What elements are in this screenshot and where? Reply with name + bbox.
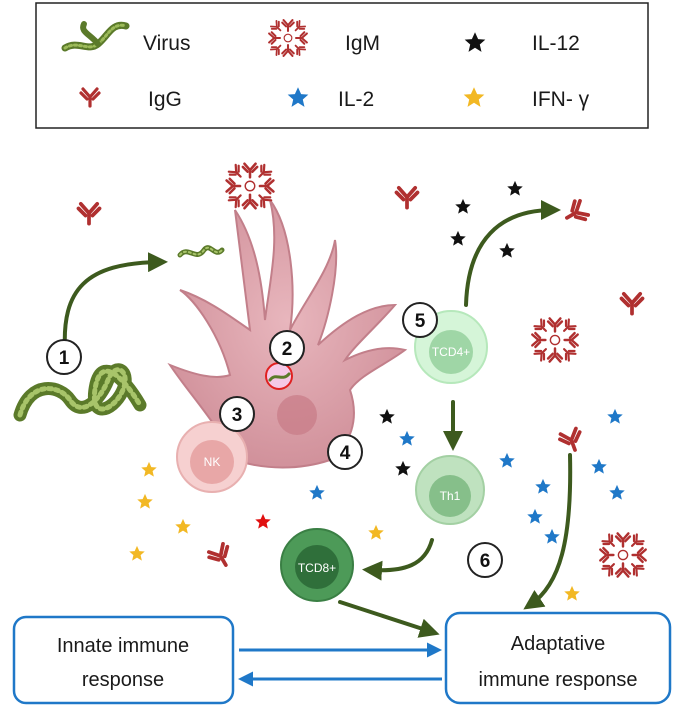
il2-star-icon (609, 484, 625, 500)
step-4-marker: 4 (327, 434, 363, 470)
legend-igg-label: IgG (148, 88, 182, 111)
svg-text:2: 2 (282, 339, 293, 360)
step-6-marker: 6 (467, 542, 503, 578)
svg-text:3: 3 (232, 405, 243, 426)
ifn-star-icon (175, 518, 191, 534)
ifn-star-icon (564, 585, 580, 601)
step-1-marker: 1 (46, 339, 82, 375)
il2-star-icon (591, 458, 607, 474)
svg-text:4: 4 (340, 443, 351, 464)
igm-pentamer-icon (227, 164, 274, 209)
innate-response-box: Innate immune response (12, 615, 235, 705)
il2-star-icon (607, 408, 623, 424)
ifn-star-icon (141, 461, 157, 477)
il2-star-icon (499, 452, 515, 468)
igg-antibody-icon (559, 196, 592, 229)
ifn-star-icon (129, 545, 145, 561)
igg-antibody-icon (394, 185, 420, 210)
arrow-tcd4-to-antibody (464, 200, 561, 307)
il2-star-icon (527, 508, 543, 524)
legend-virus-label: Virus (143, 32, 190, 55)
virus-icon (13, 363, 147, 422)
legend: Virus IgM IL-12 IgG IL-2 IFN- γ (35, 2, 649, 129)
innate-line-2: response (82, 669, 164, 691)
igg-antibody-icon (204, 540, 237, 573)
igm-pentamer-icon (532, 318, 577, 361)
dendritic-nucleus (277, 395, 317, 435)
endosome-virus-icon (265, 362, 293, 390)
legend-box (35, 2, 649, 129)
arrow-antibody-to-adaptive (523, 453, 573, 610)
igg-antibody-icon (619, 291, 645, 316)
ifn-star-icon (368, 524, 384, 540)
tcd8-cell: TCD8+ (280, 528, 354, 602)
virus-icon (61, 21, 130, 52)
innate-line-1: Innate immune (57, 635, 189, 657)
adaptive-line-1: Adaptative (511, 633, 606, 655)
adaptive-line-2: immune response (479, 669, 638, 691)
il12-star-icon (455, 198, 471, 214)
il12-star-icon (507, 180, 523, 196)
blue-arrows (238, 642, 442, 687)
th1-label: Th1 (440, 489, 461, 503)
svg-text:5: 5 (415, 311, 426, 332)
red-star-icon (255, 513, 271, 529)
legend-ifn-label: IFN- γ (532, 88, 590, 111)
il12-star-icon (395, 460, 411, 476)
legend-il2-label: IL-2 (338, 88, 374, 111)
adaptive-response-box: Adaptative immune response (444, 611, 672, 705)
il12-star-icon (450, 230, 466, 246)
il2-star-icon (544, 528, 560, 544)
legend-igm-label: IgM (345, 32, 380, 55)
il2-star-icon (399, 430, 415, 446)
il12-star-icon (499, 242, 515, 258)
svg-text:6: 6 (480, 551, 491, 572)
tcd4-label: TCD4+ (432, 345, 470, 359)
virus-icon (177, 245, 225, 258)
legend-il12-label: IL-12 (532, 32, 580, 55)
il2-star-icon (309, 484, 325, 500)
svg-text:1: 1 (59, 348, 70, 369)
step-markers: 1 2 3 4 5 6 (46, 302, 503, 578)
il2-star-icon (535, 478, 551, 494)
tcd4-cell: TCD4+ (414, 310, 488, 384)
step-3-marker: 3 (219, 396, 255, 432)
igg-antibody-icon (556, 425, 587, 456)
nk-cell: NK (176, 421, 248, 493)
igg-antibody-icon (76, 201, 102, 226)
nk-label: NK (204, 455, 221, 469)
ifn-star-icon (137, 493, 153, 509)
step-5-marker: 5 (402, 302, 438, 338)
arrow-th1-to-tcd8 (362, 538, 434, 581)
arrow-virus-to-dc (62, 252, 168, 352)
green-arrows (62, 200, 573, 638)
step-2-marker: 2 (269, 330, 305, 366)
tcd8-label: TCD8+ (298, 561, 336, 575)
il12-star-icon (379, 408, 395, 424)
igm-pentamer-icon (600, 533, 645, 576)
th1-cell: Th1 (415, 455, 485, 525)
arrow-tcd8-to-adaptive (338, 600, 440, 638)
